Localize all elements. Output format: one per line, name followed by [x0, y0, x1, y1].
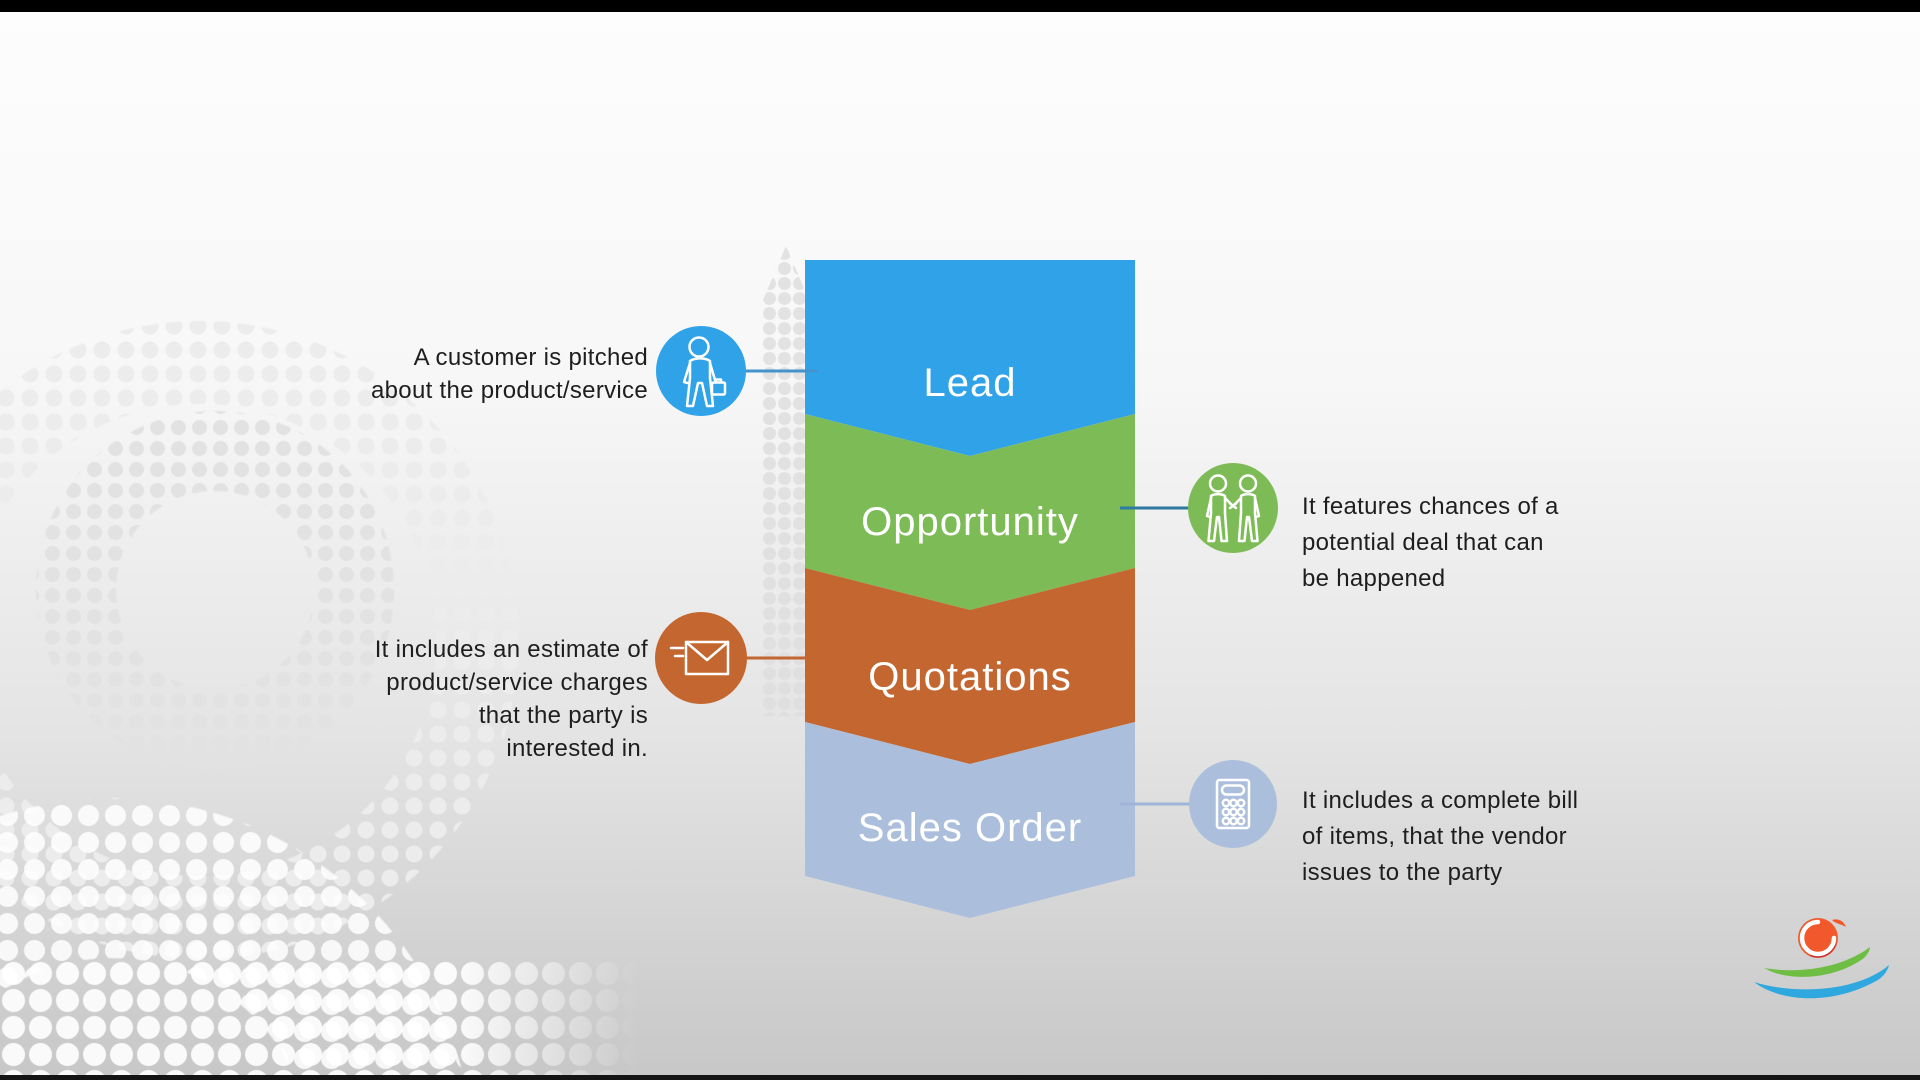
- top-black-bar: [0, 0, 1920, 12]
- quotations-icon-circle: [655, 612, 747, 704]
- halftone-ring-pattern-upper-left: [0, 375, 430, 805]
- stage-band-opportunity: [805, 414, 1135, 610]
- lead-annotation-graphic: [656, 326, 818, 416]
- stage-label-opportunity: Opportunity: [861, 500, 1079, 544]
- stage-band-quotations: [805, 568, 1135, 764]
- logo-white-swirl: [1799, 919, 1837, 957]
- stage-band-sales-order: [805, 722, 1135, 918]
- stage-label-lead: Lead: [923, 361, 1017, 405]
- lead-annotation-text: A customer is pitched about the product/…: [371, 344, 648, 404]
- opportunity-annotation-text: It features chances of a potential deal …: [1302, 493, 1559, 592]
- stage-label-quotations: Quotations: [868, 655, 1072, 699]
- sales-order-annotation-text: It includes a complete bill of items, th…: [1302, 787, 1579, 886]
- sales-process-chevron-stack: [805, 260, 1135, 918]
- bottom-black-bar: [0, 1075, 1920, 1080]
- halftone-strip-pattern-bottom: [0, 960, 640, 1076]
- handshake-icon: [1205, 474, 1261, 543]
- logo-green-swoosh: [1764, 947, 1870, 977]
- lead-icon-circle: [656, 326, 746, 416]
- sales-order-annotation-graphic: [1120, 760, 1277, 848]
- quotations-annotation-text: It includes an estimate of product/servi…: [374, 636, 648, 762]
- quotations-annotation-graphic: [655, 612, 818, 704]
- person-with-briefcase-icon: [682, 336, 727, 408]
- stage-label-sales-order: Sales Order: [857, 806, 1083, 850]
- opportunity-icon-circle: [1188, 463, 1278, 553]
- company-logo: [1754, 918, 1889, 999]
- calculator-icon: [1215, 778, 1251, 830]
- sales-order-icon-circle: [1189, 760, 1277, 848]
- logo-blue-swoosh: [1754, 965, 1889, 999]
- opportunity-annotation-graphic: [1120, 463, 1278, 553]
- stage-band-lead: [805, 260, 1135, 456]
- logo-flame-tail: [1832, 919, 1846, 927]
